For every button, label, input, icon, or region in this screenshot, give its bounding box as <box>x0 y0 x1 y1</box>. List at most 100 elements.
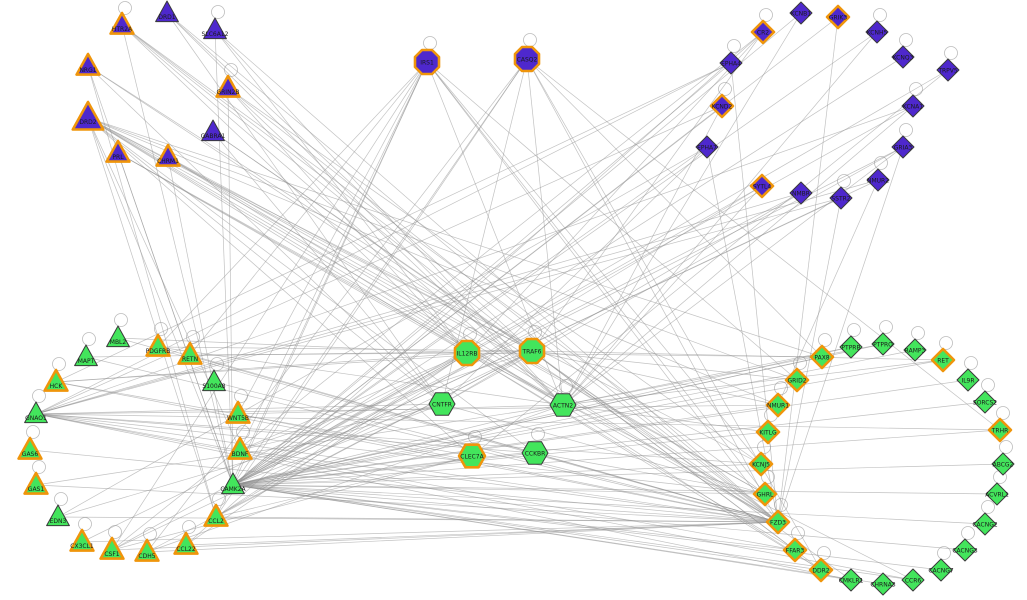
edge-ACTN2-KITLG <box>562 404 769 433</box>
edge-SYTL4-ACTN2 <box>562 185 763 406</box>
node-KCNQ3[interactable]: KCNQ3 <box>891 45 915 69</box>
node-GRIA3[interactable]: GRIA3 <box>891 135 915 159</box>
edge-IRS1-WNT5B <box>237 61 428 415</box>
node-GRIN2B[interactable]: GRIN2B <box>215 74 241 98</box>
edges-layer <box>29 12 1004 585</box>
node-CNTFR[interactable]: CNTFR <box>428 392 456 416</box>
diamond-shape-icon <box>825 4 851 30</box>
edge-DRD2-FZD3 <box>87 117 779 523</box>
node-ABCG2[interactable]: ABCG2 <box>991 452 1015 476</box>
node-FFAR3[interactable]: FFAR3 <box>782 537 808 563</box>
edge-DRD2-IL12RB <box>87 117 468 354</box>
node-DDR2[interactable]: DDR2 <box>808 557 834 583</box>
hexagon-shape-icon <box>549 393 577 417</box>
edge-KCND2-ACTN2 <box>562 105 723 406</box>
self-loop-SORCS2 <box>981 378 995 392</box>
edge-IL12RB-CSF1 <box>111 352 468 551</box>
diamond-shape-icon <box>750 19 776 45</box>
edge-CAMK2A-GRID2 <box>232 379 798 486</box>
edge-FZD3-WNT5B <box>237 413 779 523</box>
edge-CNTFR-BDNF <box>239 403 443 451</box>
node-CCKBR[interactable]: CCKBR <box>521 441 549 465</box>
node-NMUR1[interactable]: NMUR1 <box>765 392 791 418</box>
edge-GABRA1-FZD3 <box>212 131 779 523</box>
node-HCK[interactable]: HCK <box>43 368 69 392</box>
node-KITLG[interactable]: KITLG <box>755 419 781 445</box>
node-CLEC7A[interactable]: CLEC7A <box>457 443 487 469</box>
node-CX3CL1[interactable]: CX3CL1 <box>69 528 95 552</box>
edge-CAMK2A-KCNJ5 <box>232 463 762 486</box>
node-KCNH5[interactable]: KCNH5 <box>865 20 889 44</box>
edge-TRPV5-CLEC7A <box>471 69 949 457</box>
node-GRIK3[interactable]: GRIK3 <box>825 4 851 30</box>
edge-IRS1-CSF1 <box>111 61 428 551</box>
node-SSTR2[interactable]: SSTR2 <box>829 186 853 210</box>
node-TRPV5[interactable]: TRPV5 <box>936 58 960 82</box>
node-GABRA1[interactable]: GABRA1 <box>201 119 226 142</box>
diamond-shape-icon <box>936 58 960 82</box>
node-GRID2[interactable]: GRID2 <box>784 367 810 393</box>
edge-KCND2-GNAO1 <box>35 105 723 415</box>
edge-ACTN2-DDR2 <box>562 404 822 571</box>
node-FZD3[interactable]: FZD3 <box>765 509 791 535</box>
edge-DRD2-CCKBR <box>87 117 536 454</box>
node-IRS1[interactable]: IRS1 <box>413 48 441 76</box>
diamond-shape-icon <box>871 332 895 356</box>
edge-IRS1-GHRL <box>426 61 766 495</box>
node-SLC6A12[interactable]: SLC6A12 <box>202 17 229 40</box>
node-EPHA4[interactable]: EPHA4 <box>719 51 743 75</box>
edge-ACTN2-PTPRB <box>562 346 852 406</box>
edge-IL12RB-CX3CL1 <box>81 352 468 543</box>
node-CCR6[interactable]: CCR6 <box>901 568 925 592</box>
node-CACNG3[interactable]: CACNG3 <box>952 538 978 562</box>
node-NMUR2[interactable]: NMUR2 <box>866 168 890 192</box>
node-KCND2[interactable]: KCND2 <box>709 93 735 119</box>
node-RETN[interactable]: RETN <box>177 341 203 365</box>
edge-GRIN2B-ACTN2 <box>227 87 564 406</box>
node-KCNA1[interactable]: KCNA1 <box>901 94 925 118</box>
edge-ACTN2-PDGFRB <box>157 346 564 406</box>
node-MAPT[interactable]: MAPT <box>74 344 98 367</box>
edge-GRIA3-FZD3 <box>777 146 904 523</box>
triangle-shape-icon <box>215 74 241 98</box>
node-EDN3[interactable]: EDN3 <box>46 504 70 527</box>
node-NRG1[interactable]: NRG1 <box>75 52 101 76</box>
node-CASQ2[interactable]: CASQ2 <box>513 45 541 73</box>
self-loop-DDR2 <box>817 546 831 560</box>
node-TRAF6[interactable]: TRAF6 <box>518 337 546 365</box>
node-TRHR[interactable]: TRHR <box>987 417 1013 443</box>
node-CACNG7[interactable]: CACNG7 <box>928 558 954 582</box>
node-GAS1[interactable]: GAS1 <box>23 471 49 495</box>
self-loop-HCK <box>52 357 66 371</box>
triangle-shape-icon <box>201 119 225 142</box>
self-loop-CCL2 <box>212 492 226 506</box>
triangle-shape-icon <box>203 17 227 40</box>
node-NMBR[interactable]: NMBR <box>789 181 813 205</box>
node-IL9R[interactable]: IL9R <box>956 368 980 392</box>
triangle-shape-icon <box>155 0 179 23</box>
node-PTPRO[interactable]: PTPRO <box>871 332 895 356</box>
node-GAS6[interactable]: GAS6 <box>17 436 43 460</box>
node-MBL2[interactable]: MBL2 <box>106 325 130 348</box>
node-KCNB1[interactable]: KCNB1 <box>789 1 813 25</box>
node-CACNG2[interactable]: CACNG2 <box>972 512 998 536</box>
edge-HTR2A-CAMK2A <box>121 24 234 486</box>
hexagon-shape-icon <box>521 441 549 465</box>
node-DRD2[interactable]: DRD2 <box>71 100 105 131</box>
self-loop-TRPV5 <box>944 46 958 60</box>
node-IL12RB[interactable]: IL12RB <box>453 339 481 367</box>
self-loop-SSTR2 <box>837 174 851 188</box>
edge-CASQ2-CDH5 <box>146 58 528 553</box>
node-RET[interactable]: RET <box>930 347 956 373</box>
edge-KCNH5-CAMK2A <box>232 31 878 486</box>
node-DRD1[interactable]: DRD1 <box>155 0 179 23</box>
self-loop-IRS1 <box>423 36 437 50</box>
node-SYTL4[interactable]: SYTL4 <box>749 173 775 199</box>
node-PTPRB[interactable]: PTPRB <box>839 335 863 359</box>
node-CR2[interactable]: CR2 <box>750 19 776 45</box>
node-ACVRL1[interactable]: ACVRL1 <box>985 482 1009 506</box>
node-HTR2A[interactable]: HTR2A <box>109 11 135 35</box>
node-SORCS2[interactable]: SORCS2 <box>973 390 997 414</box>
node-GNAO1[interactable]: GNAO1 <box>24 401 48 424</box>
